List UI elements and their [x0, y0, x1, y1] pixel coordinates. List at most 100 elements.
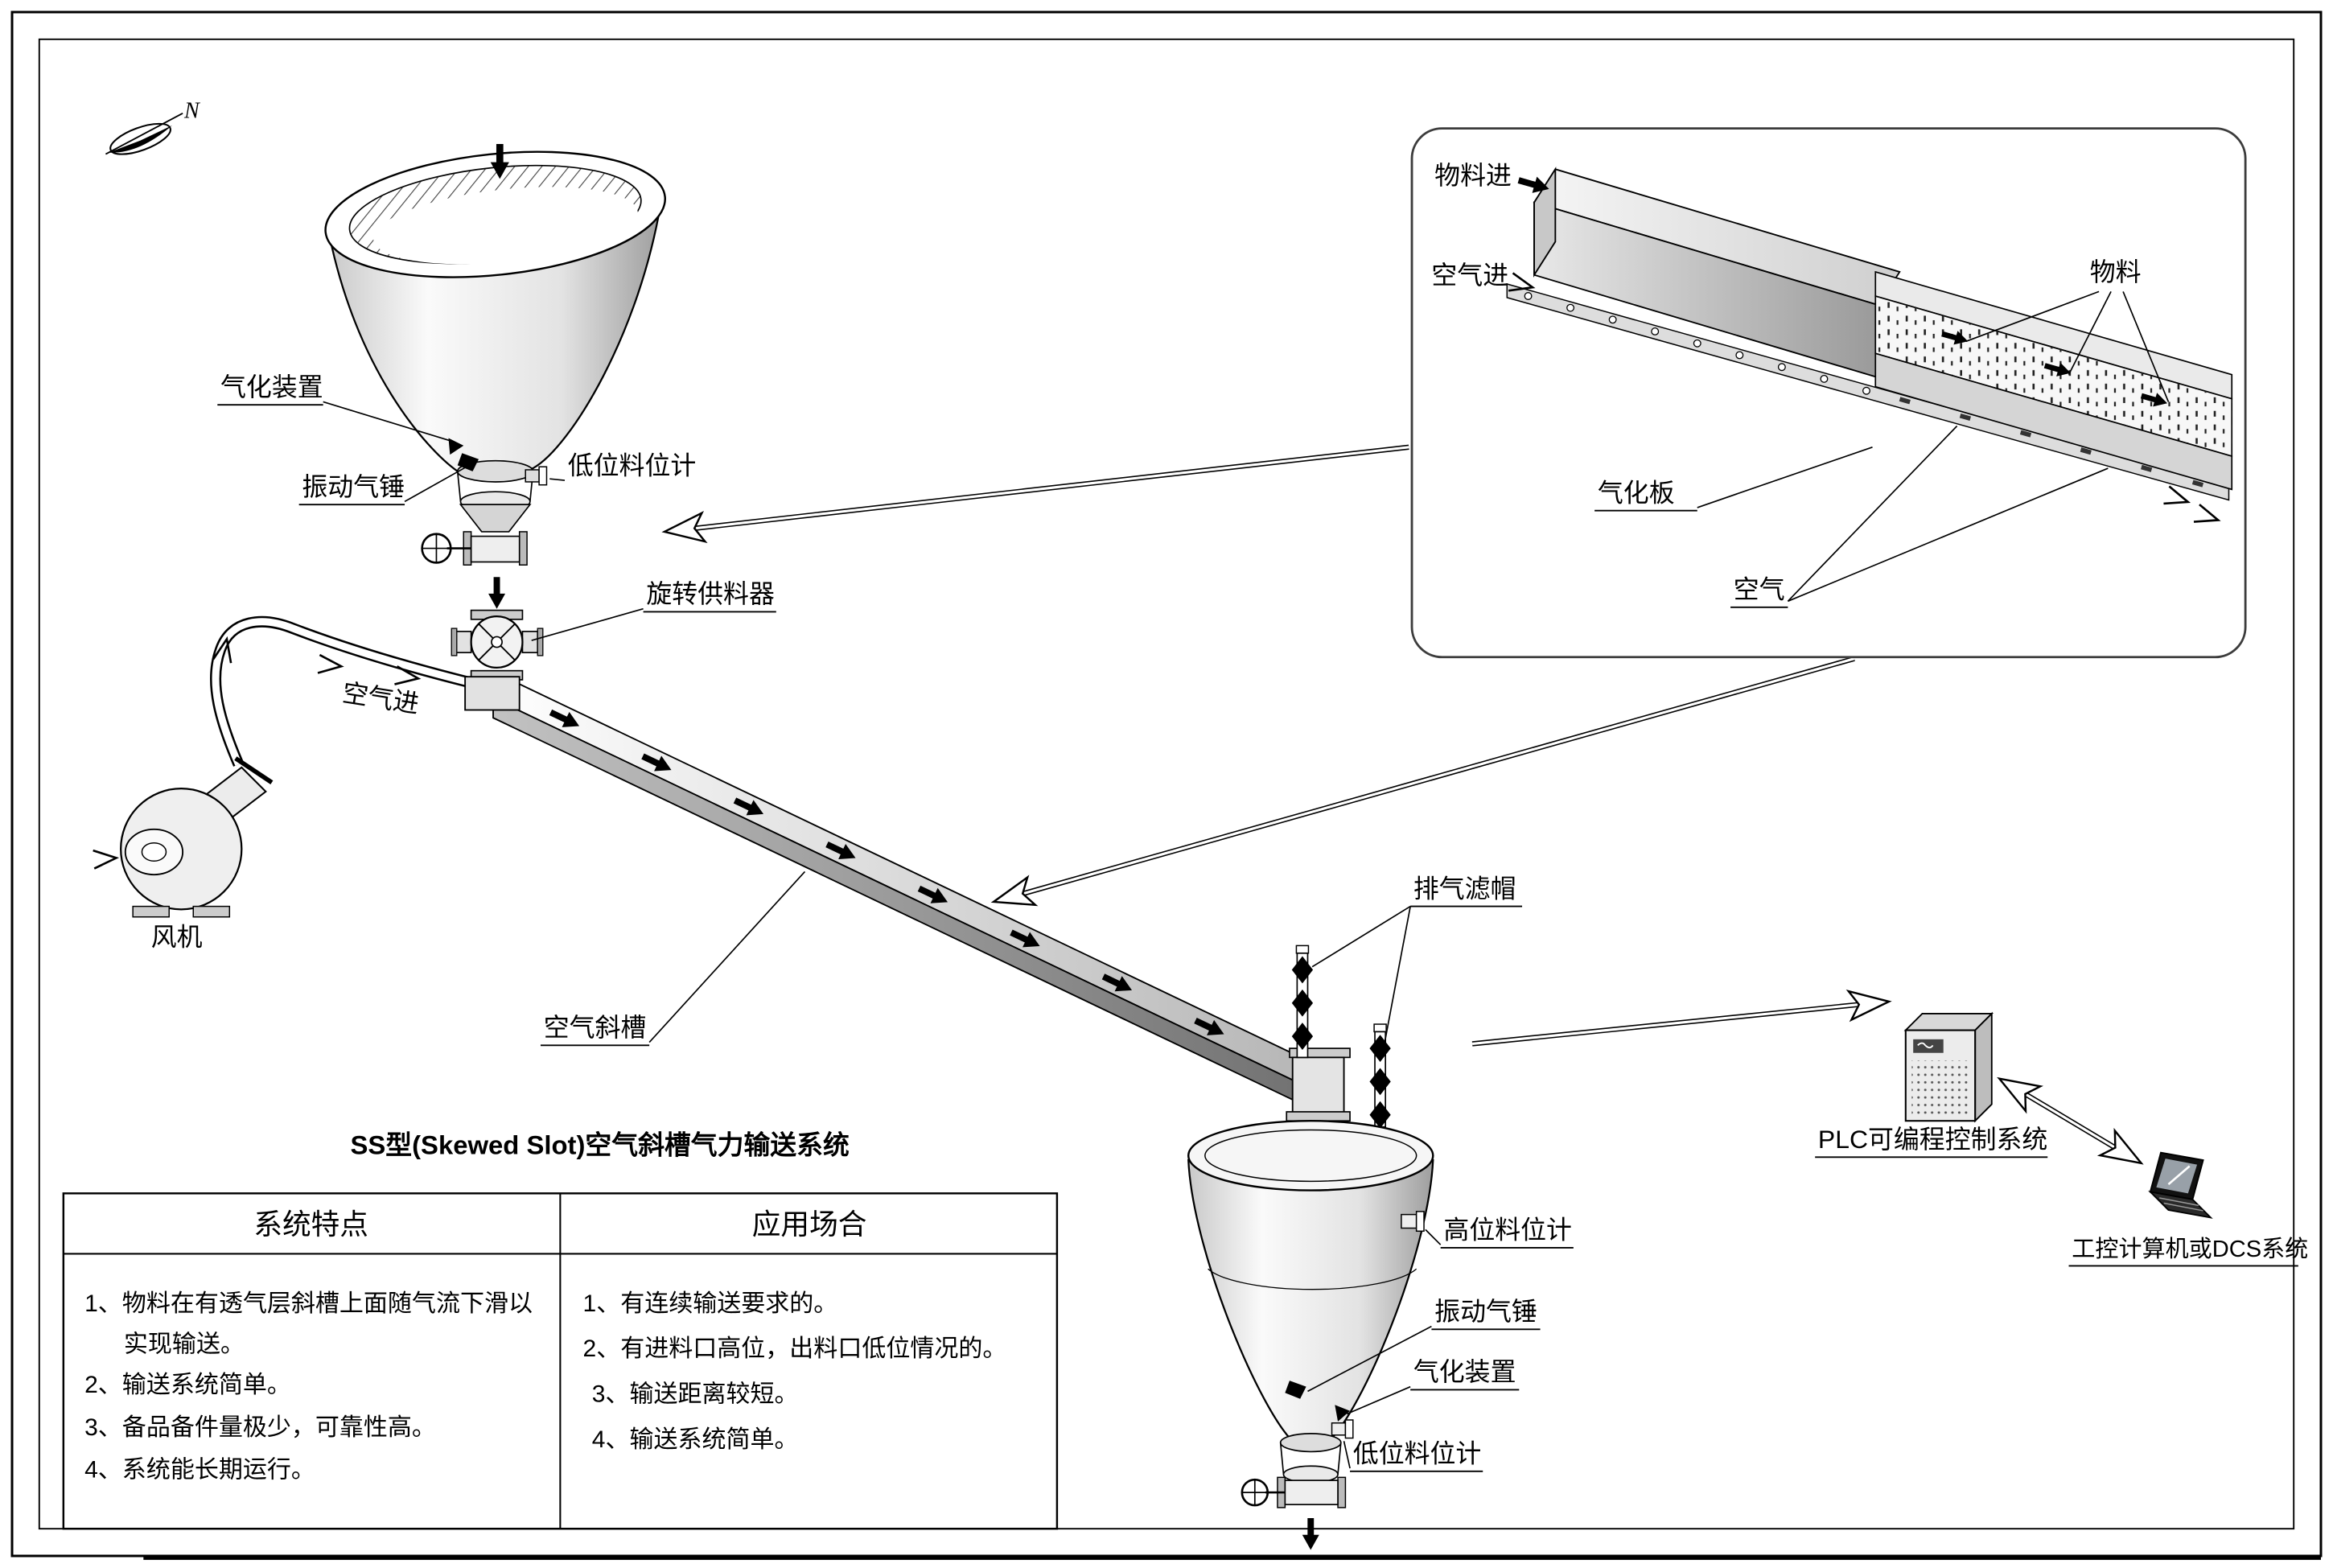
fan-outlet-flange — [234, 756, 274, 784]
callout-arrow-inset-to-chute-top — [661, 444, 1409, 547]
feature-line: 1、物料在有透气层斜槽上面随气流下滑以 — [84, 1290, 533, 1317]
chute-inlet-box — [464, 676, 521, 711]
rotary-feeder — [451, 609, 544, 681]
feed-hopper — [324, 143, 666, 711]
feature-line: 2、输送系统简单。 — [84, 1372, 291, 1398]
svg-text:气化装置: 气化装置 — [1413, 1357, 1516, 1386]
receiving-discharge-valve — [1241, 1476, 1347, 1508]
high-level-sensor — [1401, 1211, 1425, 1233]
laptop-keyboard — [2148, 1191, 2213, 1219]
svg-text:振动气锤: 振动气锤 — [1434, 1297, 1537, 1326]
receiving-hopper-cone — [1187, 1159, 1434, 1444]
air-flow-arrow — [316, 653, 344, 677]
chute-outlet-box — [1286, 1047, 1351, 1122]
drawing-frame — [10, 10, 2323, 1560]
inset-material-in-label: 物料进 — [1434, 161, 1512, 190]
label-hammer-bottom: 振动气锤 — [1307, 1297, 1541, 1393]
label-hammer-top: 振动气锤 — [298, 466, 467, 506]
feed-discharge-valve — [421, 531, 528, 566]
callout-arrows — [661, 444, 2150, 1177]
label-low-level-bottom: 低位料位计 — [1343, 1439, 1483, 1472]
svg-text:旋转供料器: 旋转供料器 — [646, 579, 775, 608]
label-gasification-bottom: 气化装置 — [1346, 1357, 1520, 1415]
application-line: 1、有连续输送要求的。 — [583, 1290, 838, 1317]
trough-front-wall — [1874, 352, 2233, 491]
callout-arrow-inset-to-chute-mid — [989, 656, 1855, 917]
label-exhaust-filter: 排气滤帽 — [1311, 874, 1523, 1043]
material-leader-lines — [1965, 290, 2170, 402]
inset-material-label: 物料 — [2090, 257, 2142, 286]
aeration-nozzle-symbol-bottom — [1335, 1405, 1351, 1422]
fan-foot — [132, 905, 170, 918]
inner-border — [38, 38, 2295, 1530]
label-gasification-top: 气化装置 — [217, 372, 452, 442]
label-air-chute: 空气斜槽 — [540, 870, 806, 1047]
label-air-in-pipe: 空气进 — [340, 678, 421, 719]
valve-handwheel — [421, 533, 452, 564]
vibration-hammer-symbol — [457, 453, 479, 471]
label-dcs: 工控计算机或DCS系统 — [2068, 1236, 2308, 1267]
hopper-outlet-arrow — [1302, 1518, 1319, 1550]
feature-line: 3、备品备件量极少，可靠性高。 — [84, 1414, 436, 1441]
feature-line: 实现输送。 — [124, 1331, 245, 1357]
svg-text:低位料位计: 低位料位计 — [568, 451, 697, 480]
inset-air-label: 空气 — [1734, 575, 1785, 604]
label-high-level: 高位料位计 — [1425, 1216, 1574, 1249]
plate-air-slots — [1899, 397, 2204, 488]
diagram-title: SS型(Skewed Slot)空气斜槽气力输送系统 — [350, 1130, 849, 1160]
aeration-nozzle-symbol — [448, 438, 464, 455]
receiving-hopper-rim — [1187, 1119, 1434, 1191]
table-header-applications: 应用场合 — [752, 1208, 867, 1241]
svg-text:排气滤帽: 排气滤帽 — [1413, 874, 1516, 903]
valve-handwheel — [1241, 1478, 1269, 1507]
feature-line: 4、系统能长期运行。 — [84, 1456, 315, 1483]
spec-table: 系统特点 应用场合 1、物料在有透气层斜槽上面随气流下滑以 实现输送。 2、输送… — [62, 1192, 1059, 1530]
vibration-hammer-symbol-bottom — [1285, 1381, 1306, 1399]
svg-text:PLC可编程控制系统: PLC可编程控制系统 — [1818, 1125, 2047, 1154]
air-chute-conveyor — [492, 675, 1343, 1120]
air-supply-pipe — [210, 615, 473, 767]
north-compass: N — [105, 98, 201, 155]
receiving-hopper — [1187, 945, 1434, 1550]
air-inlet-arrow — [92, 847, 118, 870]
svg-text:气化装置: 气化装置 — [220, 372, 323, 401]
chute-side-face — [492, 697, 1332, 1120]
svg-text:高位料位计: 高位料位计 — [1443, 1216, 1572, 1245]
outer-border — [10, 10, 2323, 1558]
inset-air-in-label: 空气进 — [1431, 261, 1508, 290]
label-rotary-feeder: 旋转供料器 — [531, 579, 776, 641]
svg-text:振动气锤: 振动气锤 — [302, 472, 405, 501]
table-applications-column: 1、有连续输送要求的。 2、有进料口高位，出料口低位情况的。 3、输送距离较短。… — [583, 1290, 1007, 1453]
svg-text:空气斜槽: 空气斜槽 — [544, 1013, 647, 1042]
plc-controller — [1903, 1011, 1994, 1123]
low-level-sensor-top — [525, 466, 548, 486]
compass-north-label: N — [183, 98, 201, 123]
plate-bolts — [1524, 292, 1870, 395]
fan-foot — [192, 905, 231, 918]
inset-aeration-plate-label: 气化板 — [1598, 478, 1675, 507]
application-line: 4、输送系统简单。 — [592, 1426, 799, 1453]
feed-hopper-neck — [459, 504, 532, 533]
fan — [92, 756, 274, 918]
open-trough — [1874, 270, 2233, 530]
signal-arrow-plc-dcs — [1990, 1065, 2150, 1177]
label-low-level-top: 低位料位计 — [549, 451, 696, 481]
exhaust-filter-stack-1 — [1291, 945, 1314, 1059]
table-header-features: 系统特点 — [253, 1208, 368, 1241]
application-line: 3、输送距离较短。 — [592, 1381, 799, 1407]
plc-vents — [1911, 1060, 1969, 1115]
signal-arrow-to-plc — [1471, 986, 1892, 1047]
svg-text:低位料位计: 低位料位计 — [1353, 1439, 1482, 1468]
label-plc: PLC可编程控制系统 — [1815, 1125, 2047, 1159]
dcs-laptop — [2148, 1151, 2213, 1219]
table-features-column: 1、物料在有透气层斜槽上面随气流下滑以 实现输送。 2、输送系统简单。 3、备品… — [84, 1290, 533, 1484]
label-fan: 风机 — [151, 922, 203, 951]
feeder-inlet-arrow — [488, 577, 506, 609]
low-level-sensor-bottom — [1331, 1419, 1354, 1439]
application-line: 2、有进料口高位，出料口低位情况的。 — [583, 1335, 1007, 1362]
plc-display — [1913, 1039, 1944, 1053]
equipment-labels: 气化装置 振动气锤 低位料位计 旋转供料器 空气进 风机 空气斜槽 排气滤帽 — [151, 372, 2308, 1472]
chute-detail-inset: 物料进 空气进 物料 气化板 空气 — [1410, 127, 2247, 659]
